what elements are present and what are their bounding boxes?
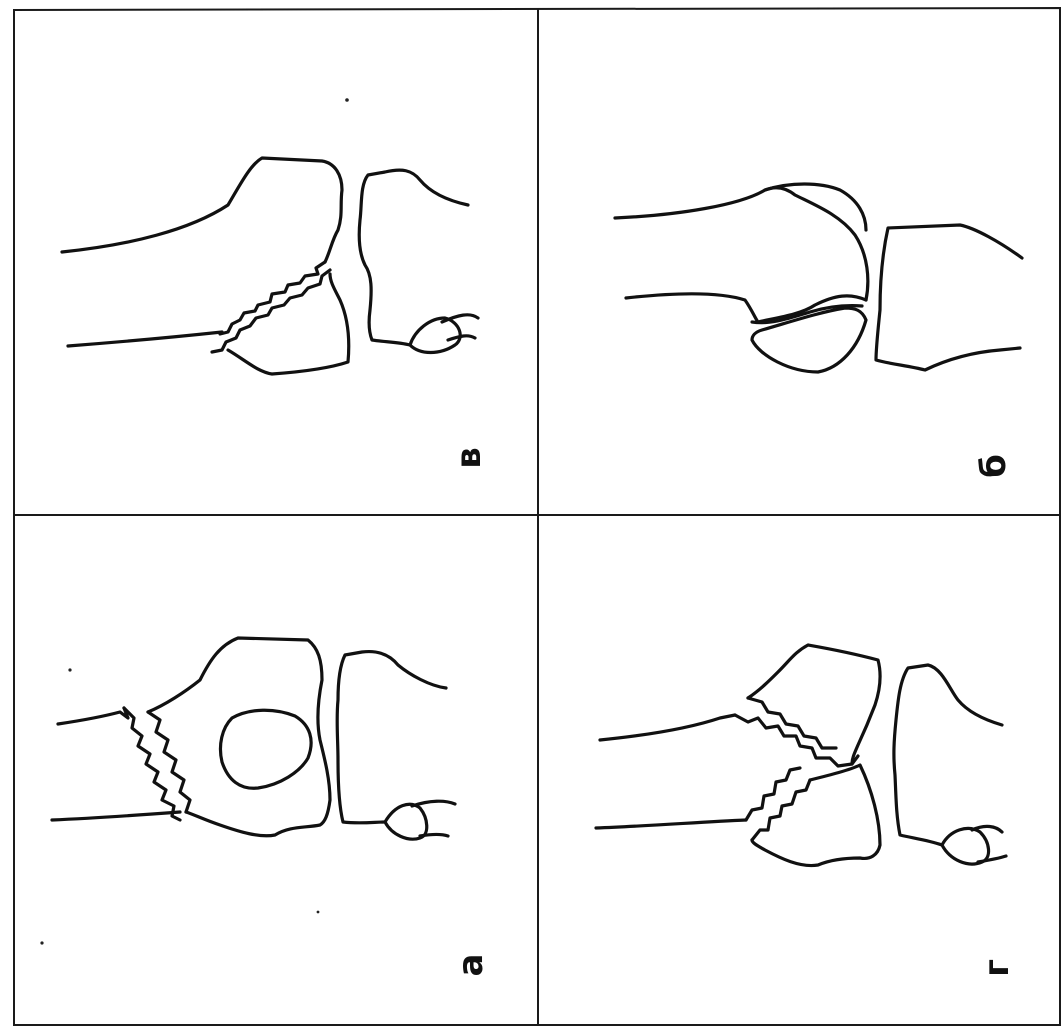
panel-a-fracture-line-inner xyxy=(148,712,190,812)
panel-g-opposing-bone xyxy=(894,665,1002,845)
panel-v-shaft-upper xyxy=(62,158,342,262)
panel-grid xyxy=(14,8,1060,1025)
panel-b-label: б xyxy=(974,454,1014,478)
panel-v: в xyxy=(62,98,489,469)
panel-a-fracture-line xyxy=(124,708,180,820)
panel-v-speck xyxy=(345,98,349,102)
panel-v-fragment xyxy=(228,274,349,374)
panel-v-fracture-line xyxy=(220,262,325,334)
panel-g-label: г xyxy=(977,959,1017,977)
panel-g-upper-fragment xyxy=(748,645,880,764)
panel-g-lower-fracture-2 xyxy=(752,780,810,840)
panel-b-shaft-upper xyxy=(615,188,868,300)
panel-a-speck-1 xyxy=(68,668,71,671)
panel-a-small-bone xyxy=(385,804,427,839)
panel-g: г xyxy=(596,645,1017,977)
panel-g-lower-fragment xyxy=(752,765,880,866)
panel-g-shaft-upper xyxy=(600,715,735,740)
panel-v-small-bone xyxy=(410,318,460,353)
panel-b-opposing-bone xyxy=(876,225,1022,370)
panel-v-fracture-line-lower xyxy=(212,270,330,352)
panel-v-small-bone-tail xyxy=(442,315,478,340)
panel-a-speck-3 xyxy=(317,911,320,914)
panel-b-cap-fragment xyxy=(765,184,866,230)
panel-a-central-fragment xyxy=(220,710,311,788)
panel-a: а xyxy=(40,638,491,976)
panel-v-label: в xyxy=(449,447,489,469)
panel-g-small-bone xyxy=(942,828,989,864)
panel-v-shaft-lower xyxy=(68,332,222,346)
panel-g-upper-fracture xyxy=(735,715,858,766)
panel-a-shaft-lower xyxy=(52,812,180,820)
panel-a-shaft-upper xyxy=(58,708,128,724)
panel-g-lower-fracture xyxy=(746,768,800,820)
panel-a-speck-2 xyxy=(40,941,43,944)
panel-a-label: а xyxy=(451,954,491,977)
panel-b: б xyxy=(615,184,1022,478)
panel-a-opposing-bone xyxy=(337,652,446,823)
panel-b-fragment xyxy=(752,308,866,372)
panel-g-shaft-lower xyxy=(596,820,746,828)
